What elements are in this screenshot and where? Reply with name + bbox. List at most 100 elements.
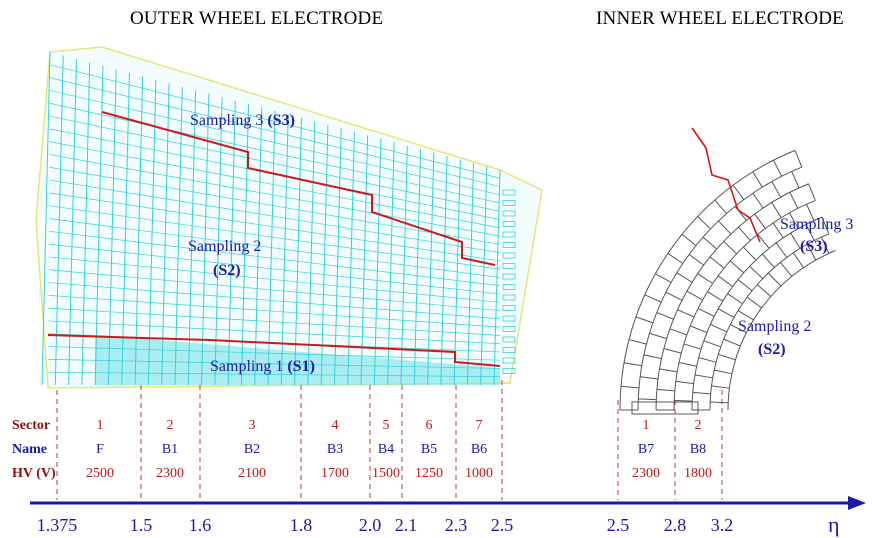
outer-comb-tooth — [502, 242, 516, 248]
outer-grid-col-line — [320, 124, 329, 386]
inner-radial-line — [655, 273, 672, 283]
outer-comb-tooth — [502, 347, 516, 353]
outer-grid-col-line — [453, 159, 461, 386]
inner-radial-line — [649, 332, 667, 340]
outer-comb-tooth — [502, 231, 516, 238]
outer-comb-tooth — [502, 305, 516, 311]
eta-projection-lines — [56, 380, 723, 500]
inner-radial-line — [737, 310, 754, 321]
eta-tick-1: 1.5 — [129, 515, 153, 535]
table-sector-cell: 4 — [331, 418, 339, 433]
inner-radial-line — [656, 388, 675, 392]
eta-tick-10: 3.2 — [710, 515, 734, 535]
eta-tick-9: 2.8 — [663, 515, 687, 535]
inner-arc — [727, 250, 836, 411]
inner-radial-line — [737, 279, 753, 292]
inner-radial-line — [792, 252, 804, 268]
inner-radial-line — [806, 204, 815, 221]
eta-tick-0: 1.375 — [36, 515, 78, 535]
inner-radial-line — [743, 246, 757, 261]
table-name-cell: B8 — [689, 442, 707, 457]
outer-grid-row-line — [48, 307, 501, 336]
outer-grid-col-line — [466, 163, 475, 386]
outer-grid-col-line — [373, 138, 382, 386]
eta-tick-4: 2.0 — [358, 515, 382, 535]
outer-grid-row-line — [49, 192, 501, 262]
inner-s2-code: (S2) — [758, 341, 786, 358]
table-sector-cell: 3 — [248, 418, 256, 433]
inner-radial-line — [686, 290, 703, 301]
outer-grid-col-line — [294, 117, 302, 386]
inner-radial-line — [727, 293, 743, 305]
outer-comb-tooth — [502, 315, 516, 322]
inner-s3-code: (S3) — [800, 238, 828, 255]
inner-s2-s3-boundary — [691, 127, 761, 243]
table-hv-cell: 1500 — [372, 466, 400, 481]
inner-radial-line — [805, 224, 815, 241]
inner-radial-line — [754, 213, 766, 229]
table-name-cell: F — [96, 442, 104, 457]
outer-s3-text: Sampling 3 — [190, 112, 264, 129]
outer-grid-col-line — [94, 65, 104, 386]
outer-grid-row-line — [48, 243, 501, 295]
outer-grid-row-line — [48, 359, 501, 369]
eta-tick-8: 2.5 — [606, 515, 630, 535]
outer-comb-tooth — [502, 200, 516, 206]
eta-tick-6: 2.3 — [444, 515, 468, 535]
outer-grid-row-line — [49, 77, 501, 187]
outer-grid-row-line — [48, 282, 501, 320]
outer-grid-col-line — [254, 107, 263, 386]
table-hv-cell: 1800 — [684, 466, 712, 481]
inner-radial-line — [681, 233, 697, 247]
inner-radial-line — [723, 338, 741, 347]
outer-grid-col-line — [54, 55, 64, 386]
inner-radial-line — [820, 236, 830, 254]
table-hv-cell: 2100 — [238, 466, 266, 481]
hv-row-label: HV (V) — [12, 466, 56, 481]
outer-grid-col-line — [68, 58, 77, 386]
outer-grid-row-line — [49, 141, 501, 229]
inner-radial-line — [790, 232, 801, 249]
outer-s1-code: (S1) — [287, 358, 315, 375]
inner-wheel-electrode — [619, 149, 836, 415]
inner-radial-line — [692, 391, 711, 395]
name-row-label: Name — [12, 442, 47, 457]
table-sector-cell: 6 — [425, 418, 433, 433]
inner-radial-line — [718, 353, 736, 361]
outer-grid-col-line — [161, 83, 170, 386]
outer-s1-label: Sampling 1 (S1) — [210, 358, 315, 376]
inner-radial-line — [628, 339, 647, 345]
table-name-cell: B4 — [377, 442, 395, 457]
outer-grid-col-line — [187, 90, 197, 386]
inner-radial-line — [791, 171, 800, 189]
outer-comb-tooth — [502, 326, 516, 332]
inner-radial-line — [794, 150, 803, 168]
outer-grid-row-line — [48, 218, 501, 278]
outer-grid-row-line — [49, 154, 501, 237]
inner-radial-line — [718, 220, 732, 235]
inner-radial-line — [663, 348, 682, 354]
inner-radial-line — [789, 212, 799, 229]
outer-grid-col-line — [480, 166, 488, 386]
inner-radial-line — [757, 234, 770, 249]
inner-radial-line — [694, 374, 713, 379]
inner-radial-line — [644, 294, 662, 303]
outer-s2-text: Sampling 2 — [188, 238, 262, 255]
eta-tick-5: 2.1 — [394, 515, 418, 535]
outer-s3-code: (S3) — [267, 112, 295, 129]
inner-wheel-title: INNER WHEEL ELECTRODE — [596, 8, 844, 29]
inner-radial-line — [697, 307, 715, 317]
outer-comb-tooth — [502, 263, 516, 269]
inner-radial-line — [767, 272, 782, 287]
table-hv-cell: 1250 — [415, 466, 443, 481]
inner-radial-line — [710, 323, 728, 333]
inner-radial-line — [688, 254, 704, 266]
table-name-cell: B1 — [161, 442, 179, 457]
eta-axis-arrow — [848, 496, 866, 510]
table-sector-cell: 1 — [642, 418, 650, 433]
outer-comb-tooth — [502, 273, 516, 280]
outer-s1-s2-boundary — [47, 334, 501, 367]
outer-grid-col-line — [307, 121, 316, 386]
inner-radial-line — [656, 311, 674, 320]
inner-radial-line — [659, 368, 678, 373]
